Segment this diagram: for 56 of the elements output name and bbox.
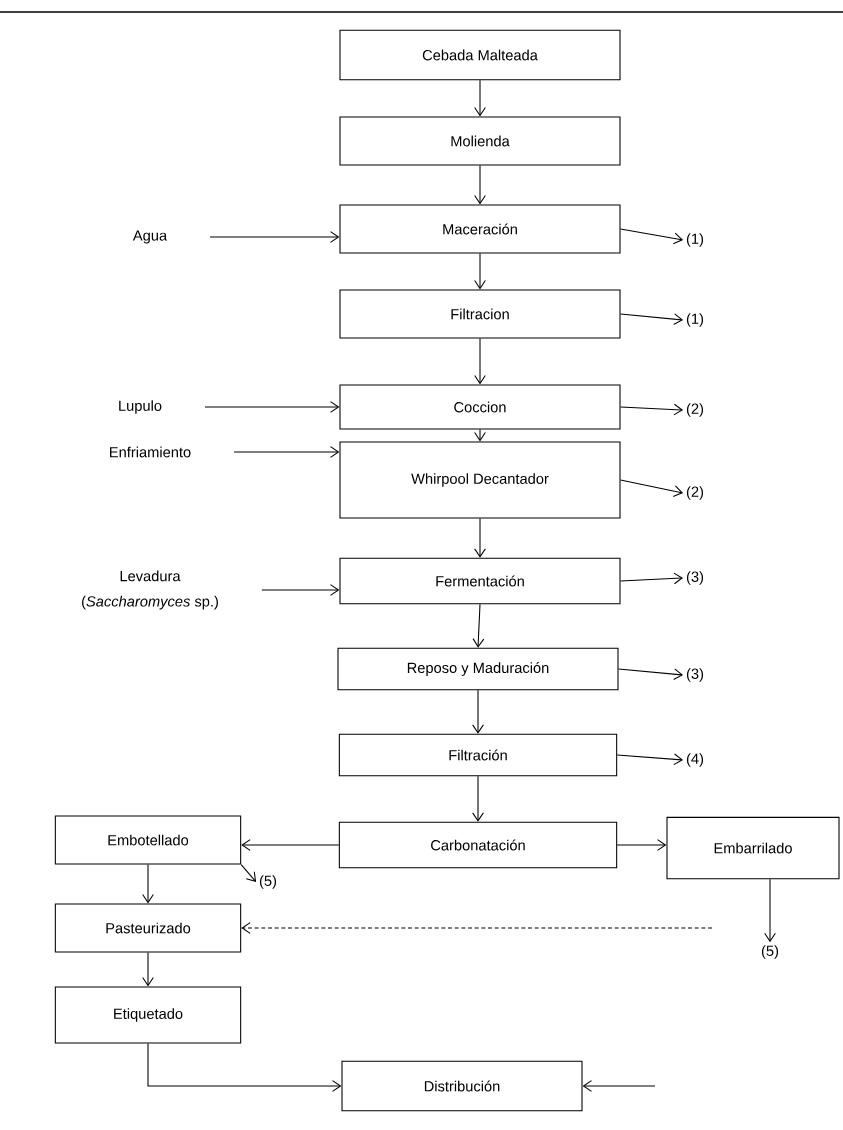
input-label: Enfriamiento [110, 446, 191, 458]
arrow [241, 839, 340, 851]
arrow [472, 689, 484, 734]
output-label: (1) [686, 233, 704, 247]
arrow [472, 603, 485, 648]
arrow [620, 228, 684, 245]
arrow [472, 775, 484, 822]
input-label: Levadura (Saccharomyces sp.) [82, 570, 218, 610]
arrow [764, 878, 776, 943]
arrow [620, 313, 684, 325]
process-box: Whirpool Decantador [339, 441, 621, 519]
output-label: (5) [259, 875, 277, 889]
output-label: (3) [686, 571, 704, 585]
arrow [474, 518, 486, 558]
arrow [233, 446, 340, 458]
process-box: Filtración [338, 733, 618, 777]
arrow [620, 572, 684, 585]
input-label: Lupulo [119, 400, 162, 414]
output-label: (5) [761, 945, 779, 959]
arrow [474, 253, 486, 290]
arrow [616, 839, 667, 851]
process-box: Embotellado [54, 815, 242, 865]
arrow [616, 753, 684, 766]
arrow [240, 864, 257, 882]
arrow [474, 338, 486, 385]
process-box: Distribución [341, 1060, 583, 1112]
output-label: (2) [686, 486, 704, 500]
arrow [147, 1043, 342, 1092]
process-box: Molienda [339, 116, 621, 166]
arrow [261, 584, 340, 596]
arrow [620, 479, 684, 497]
process-box: Carbonatación [338, 821, 618, 869]
process-box: Etiquetado [54, 986, 242, 1044]
process-box: Cebada Malteada [339, 29, 621, 81]
process-box: Pasteurizado [54, 903, 242, 953]
arrow [142, 864, 154, 904]
process-box: Reposo y Maduración [337, 647, 619, 691]
arrow [474, 165, 486, 205]
output-label: (4) [686, 753, 704, 767]
process-box: Embarrilado [666, 816, 840, 880]
arrow [204, 401, 340, 413]
process-box: Maceración [339, 204, 621, 254]
arrow [582, 1080, 656, 1092]
input-label: Agua [132, 230, 168, 244]
arrow [620, 403, 684, 416]
output-label: (1) [686, 313, 704, 327]
process-box: Fermentación [339, 557, 621, 605]
output-label: (3) [686, 668, 704, 682]
output-label: (2) [686, 403, 704, 417]
arrow [142, 952, 154, 987]
arrow [241, 922, 713, 934]
process-box: Coccion [339, 384, 621, 430]
arrow [618, 668, 684, 681]
arrow [474, 79, 486, 117]
process-box: Filtracion [339, 289, 621, 339]
arrow [209, 231, 340, 243]
